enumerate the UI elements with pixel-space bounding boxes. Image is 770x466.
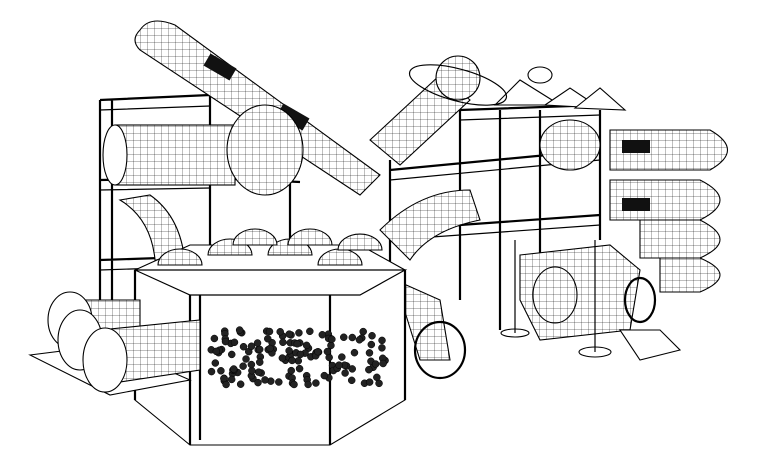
ball (339, 333, 348, 342)
ball (227, 375, 236, 384)
ball (371, 360, 380, 368)
ball (296, 350, 305, 359)
ball (210, 334, 219, 343)
ball (318, 330, 327, 339)
dome (287, 228, 333, 246)
roof-domes (157, 228, 383, 266)
ball (239, 342, 248, 351)
ball (367, 340, 376, 349)
ball (335, 361, 343, 369)
ball (295, 329, 303, 337)
ball (220, 374, 228, 383)
ball (236, 380, 245, 388)
ball (368, 332, 376, 340)
ball (378, 336, 386, 345)
rockets-right (527, 66, 728, 293)
ball (302, 341, 311, 350)
ball (287, 366, 296, 375)
roof-peak (493, 79, 562, 106)
entrance-tubes (28, 291, 201, 396)
ball (365, 365, 373, 374)
ball (365, 378, 374, 386)
ball (348, 365, 356, 373)
ball (312, 379, 320, 387)
ball (230, 338, 239, 347)
ball (239, 362, 247, 370)
ball (373, 373, 381, 382)
ball (275, 378, 283, 386)
dome (157, 248, 203, 266)
ball (247, 360, 256, 369)
dome (337, 233, 383, 251)
space-pod (500, 240, 682, 361)
ball (247, 342, 256, 351)
ball (341, 369, 349, 377)
ball (261, 376, 269, 384)
ball (254, 368, 263, 376)
ball (320, 371, 329, 380)
ball (314, 347, 322, 356)
ball (227, 350, 236, 359)
dome (232, 228, 278, 246)
ball (278, 354, 287, 362)
ball (328, 335, 336, 344)
ball (306, 327, 314, 336)
ball (242, 355, 250, 363)
ball (290, 380, 298, 389)
ball (276, 328, 284, 336)
ball (295, 364, 304, 373)
ball (285, 330, 293, 338)
roof-peak (573, 87, 627, 111)
ball (378, 344, 386, 352)
ball (359, 327, 367, 336)
ball (365, 349, 374, 357)
ball (293, 340, 302, 348)
ball (255, 345, 264, 354)
ball (285, 346, 293, 355)
ball (235, 326, 244, 334)
ball (323, 347, 332, 356)
ball (350, 348, 359, 357)
ball (338, 353, 346, 361)
ball (304, 380, 312, 389)
ball (327, 341, 335, 350)
ball-pit-balls (207, 326, 389, 389)
ball (348, 333, 357, 342)
ball (212, 347, 221, 356)
ball (279, 338, 287, 347)
ball (379, 359, 387, 368)
ball (355, 336, 364, 344)
tube-diagonal-right (369, 55, 508, 166)
ball (255, 358, 264, 366)
ball (217, 367, 225, 375)
ball (211, 359, 220, 367)
ball (265, 327, 274, 336)
ball (221, 337, 230, 346)
ball (254, 378, 262, 387)
tube-middle (368, 189, 481, 380)
ball (207, 367, 216, 376)
ball (288, 356, 296, 365)
ball (264, 335, 272, 343)
ball (347, 376, 356, 385)
ball (266, 344, 274, 353)
ball (229, 365, 238, 373)
